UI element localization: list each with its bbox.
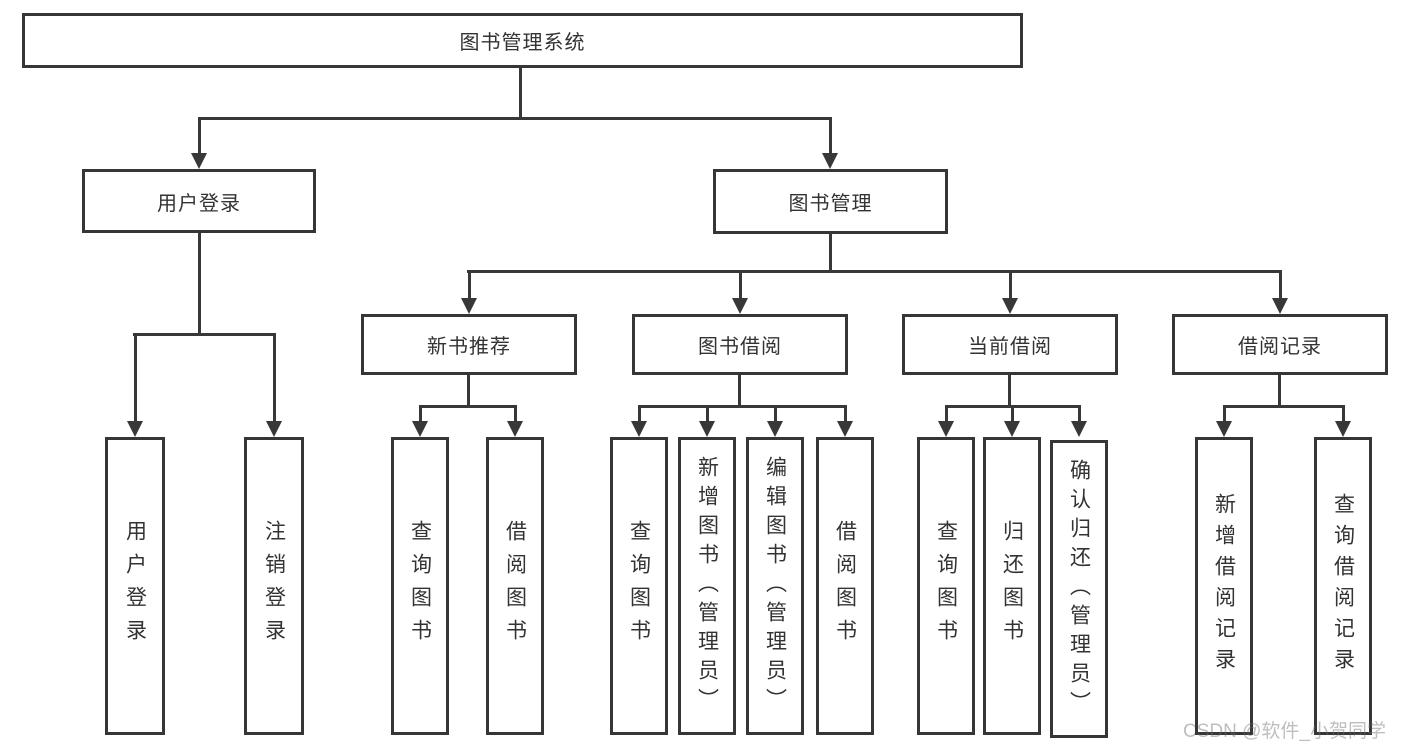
node-new-book-rec: 新书推荐 [361,314,577,375]
leaf-borrow-books: 借阅图书 [816,437,874,735]
connector-new-book-rec-stem [467,375,470,408]
leaf-edit-books-admin-label: 编辑图书（管理员） [763,455,787,717]
leaf-rec-query-books-label: 查询图书 [408,520,432,652]
leaf-confirm-return-admin: 确认归还（管理员） [1050,440,1108,738]
connector-book-borrow-stem [738,375,741,408]
connector-book-mgmt-stem [829,233,832,273]
node-borrow-record-label: 借阅记录 [1238,336,1322,358]
connector-root-rail [198,117,832,120]
arrow-record-query [1335,405,1351,437]
leaf-logout: 注销登录 [244,437,304,735]
connector-user-login-stem [198,233,201,336]
arrow-to-borrow-record [1272,270,1288,314]
arrow-to-book-mgmt [822,117,838,169]
arrow-current-return [1004,405,1020,437]
leaf-add-books-admin: 新增图书（管理员） [678,437,736,735]
arrow-to-new-book-rec [461,270,477,314]
arrow-borrow-edit [767,405,783,437]
connector-root-stem [519,68,522,118]
arrow-to-book-borrow [732,270,748,314]
leaf-borrow-query-books: 查询图书 [610,437,668,735]
arrow-rec-borrow [507,405,523,437]
arrow-to-current-borrow [1002,270,1018,314]
arrow-current-confirm [1071,405,1087,437]
leaf-rec-query-books: 查询图书 [391,437,449,735]
arrow-record-add [1216,405,1232,437]
leaf-current-query-books-label: 查询图书 [934,520,958,652]
leaf-add-books-admin-label: 新增图书（管理员） [695,455,719,717]
node-new-book-rec-label: 新书推荐 [427,336,511,358]
leaf-user-login-label: 用户登录 [123,520,147,652]
leaf-user-login: 用户登录 [105,437,165,735]
arrow-borrow-query [631,405,647,437]
node-root: 图书管理系统 [22,13,1023,68]
leaf-add-borrow-record: 新增借阅记录 [1195,437,1253,735]
node-book-mgmt: 图书管理 [713,169,948,234]
node-book-borrow-label: 图书借阅 [698,336,782,358]
connector-borrow-record-rail [1223,405,1345,408]
connector-book-mgmt-rail [467,270,1282,273]
connector-user-login-rail [133,333,276,336]
leaf-rec-borrow-books: 借阅图书 [486,437,544,735]
watermark-text: CSDN @软件_小贺同学 [1183,721,1386,742]
leaf-borrow-books-label: 借阅图书 [833,520,857,652]
arrow-to-logout-leaf [266,333,282,437]
arrow-current-query [938,405,954,437]
leaf-borrow-query-books-label: 查询图书 [627,520,651,652]
node-current-borrow-label: 当前借阅 [968,336,1052,358]
leaf-rec-borrow-books-label: 借阅图书 [503,520,527,652]
leaf-return-books-label: 归还图书 [1000,520,1024,652]
arrow-borrow-add [699,405,715,437]
node-book-mgmt-label: 图书管理 [788,193,873,215]
connector-current-borrow-stem [1008,375,1011,408]
arrow-to-user-login [191,117,207,169]
arrow-borrow-borrow [837,405,853,437]
node-current-borrow: 当前借阅 [902,314,1118,375]
leaf-return-books: 归还图书 [983,437,1041,735]
leaf-current-query-books: 查询图书 [917,437,975,735]
node-root-label: 图书管理系统 [459,32,586,54]
leaf-edit-books-admin: 编辑图书（管理员） [746,437,804,735]
leaf-confirm-return-admin-label: 确认归还（管理员） [1067,458,1091,720]
node-user-login-label: 用户登录 [157,192,241,215]
leaf-add-borrow-record-label: 新增借阅记录 [1212,493,1236,679]
node-borrow-record: 借阅记录 [1172,314,1388,375]
node-book-borrow: 图书借阅 [632,314,848,375]
arrow-to-login-leaf [127,333,143,437]
connector-borrow-record-stem [1278,375,1281,408]
leaf-query-borrow-record-label: 查询借阅记录 [1331,493,1355,679]
arrow-rec-query [412,405,428,437]
leaf-query-borrow-record: 查询借阅记录 [1314,437,1372,735]
leaf-logout-label: 注销登录 [262,520,286,652]
connector-new-book-rec-rail [419,405,517,408]
node-user-login: 用户登录 [82,169,316,233]
connector-book-borrow-rail [638,405,847,408]
